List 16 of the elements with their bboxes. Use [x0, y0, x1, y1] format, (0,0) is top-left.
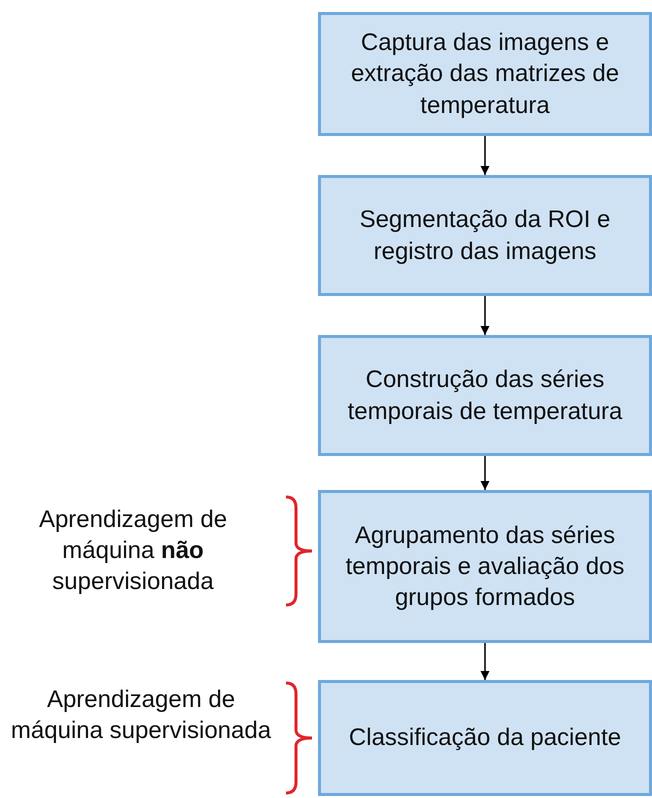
process-box: [318, 680, 652, 796]
process-box: [318, 12, 652, 136]
arrow: [480, 136, 490, 175]
step-text: Construção das séries temporais de temperatura: [346, 365, 624, 426]
arrow: [480, 296, 490, 335]
side-note: Aprendizagem de máquina não supervisionada: [38, 505, 228, 598]
process-box: [318, 335, 652, 456]
arrow: [480, 643, 490, 680]
step-text: Captura das imagens e extração das matrizes de temperatura: [350, 28, 620, 121]
arrow: [480, 456, 490, 490]
step-text: Segmentação da ROI e registro das imagens: [358, 205, 612, 266]
step-text: Classificação da paciente: [348, 723, 622, 754]
step-text: Agrupamento das séries temporais e avaliação dos grupos formados: [344, 520, 626, 614]
side-note: Aprendizagem de máquina supervisionada: [10, 685, 272, 746]
process-box: [318, 490, 652, 643]
process-box: [318, 175, 652, 296]
